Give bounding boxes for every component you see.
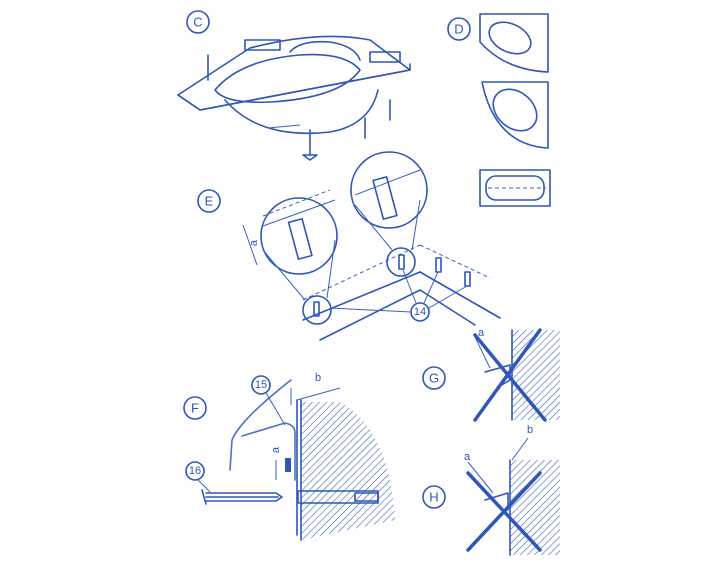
figure-d-label: D (454, 22, 463, 37)
figure-c: C (177, 10, 411, 161)
figure-f-label: F (191, 401, 199, 416)
edge-h-b-label: b (527, 424, 533, 436)
figure-g: G a (422, 327, 560, 422)
figure-c-label: C (193, 15, 202, 30)
figure-h: H a b (422, 424, 560, 556)
figure-g-label: G (429, 371, 439, 386)
edge-g-a-label: a (478, 327, 485, 339)
dimension-f-a-label: a (270, 446, 282, 453)
figure-e: E 14 a (197, 151, 501, 341)
figure-d: D (447, 13, 551, 207)
edge-h-a-label: a (464, 451, 471, 463)
dimension-a-label: a (248, 239, 260, 246)
figure-h-label: H (429, 490, 438, 505)
edge-b-label: b (315, 372, 321, 384)
part-14-label: 14 (414, 306, 426, 318)
figure-e-label: E (205, 194, 214, 209)
part-15-label: 15 (255, 379, 267, 391)
part-16-label: 16 (189, 465, 201, 477)
figure-f: F b 15 a 16 (183, 372, 395, 541)
